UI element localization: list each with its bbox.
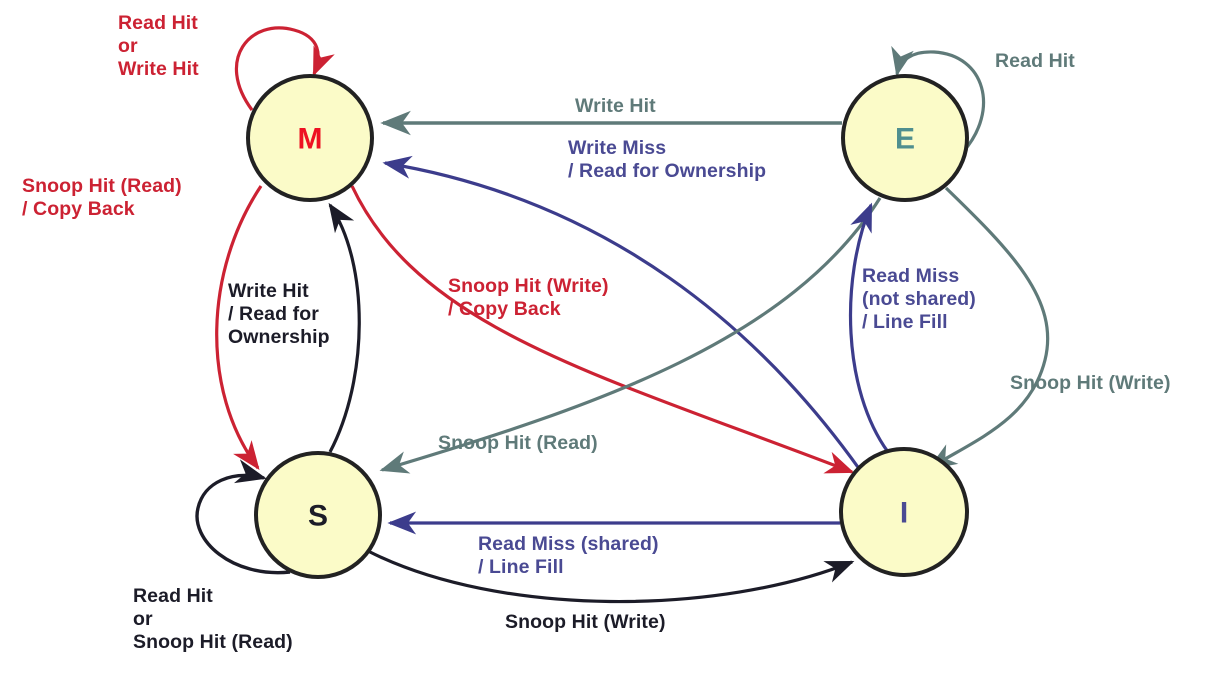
snoop-hit-read-copyback-label: Snoop Hit (Read)/ Copy Back [22,175,182,221]
edge-s-to-m [328,202,361,453]
write-hit-label: Write Hit [575,95,656,118]
edge-m-self-loop [234,26,335,111]
write-hit-rfo-line3: Ownership [228,326,330,348]
node-I[interactable]: I [839,447,969,577]
read-miss-shared-line2: / Line Fill [478,556,564,578]
write-hit-rfo-line1: Write Hit [228,280,309,302]
edge-i-to-e [848,202,890,453]
node-S-circle[interactable] [254,451,382,579]
e-self-label-line1: Read Hit [995,50,1075,72]
node-E-circle[interactable] [841,74,969,202]
e-self-label: Read Hit [995,50,1075,73]
read-miss-notshared-line3: / Line Fill [862,311,948,333]
node-S[interactable]: S [254,451,382,579]
snoop-hit-write-copyback-line1: Snoop Hit (Write) [448,275,609,297]
node-E-label: E [895,123,915,156]
edge-s-to-i [367,549,855,604]
snoop-hit-read-copyback-line2: / Copy Back [22,198,135,220]
snoop-hit-write-right-label: Snoop Hit (Write) [1010,372,1171,395]
read-miss-notshared-line1: Read Miss [862,265,960,287]
node-I-label: I [900,497,908,530]
write-miss-rfo-line2: / Read for Ownership [568,160,767,182]
write-hit-label-line1: Write Hit [575,95,656,117]
s-self-label-line2: or [133,608,153,630]
s-self-label-line3: Snoop Hit (Read) [133,631,293,653]
snoop-hit-write-right-line1: Snoop Hit (Write) [1010,372,1171,394]
snoop-hit-write-bottom-line1: Snoop Hit (Write) [505,611,666,633]
edge-e-to-s [379,197,882,474]
edge-e-self-loop [891,45,986,154]
read-miss-notshared-label: Read Miss(not shared)/ Line Fill [862,265,976,334]
edge-m-to-i [350,185,855,474]
snoop-hit-write-copyback-line2: / Copy Back [448,298,561,320]
m-self-label-line3: Write Hit [118,58,199,80]
edge-s-self-loop [195,459,291,575]
edge-e-to-i [927,186,1050,470]
node-I-circle[interactable] [839,447,969,577]
snoop-hit-read-line1: Snoop Hit (Read) [438,432,598,454]
node-S-label: S [308,500,328,533]
write-miss-rfo-label: Write Miss/ Read for Ownership [568,137,766,183]
node-E[interactable]: E [841,74,969,202]
node-M-circle[interactable] [246,74,374,202]
read-miss-shared-line1: Read Miss (shared) [478,533,659,555]
read-miss-shared-label: Read Miss (shared)/ Line Fill [478,533,659,579]
write-miss-rfo-line1: Write Miss [568,137,667,159]
edge-m-to-s [215,185,263,471]
edge-i-to-m [382,155,862,471]
read-miss-notshared-line2: (not shared) [862,288,976,310]
snoop-hit-write-bottom-label: Snoop Hit (Write) [505,611,666,634]
node-M[interactable]: M [246,74,374,202]
m-self-label-line2: or [118,35,138,57]
snoop-hit-read-copyback-line1: Snoop Hit (Read) [22,175,182,197]
m-self-label-line1: Read Hit [118,12,198,34]
snoop-hit-write-copyback-label: Snoop Hit (Write)/ Copy Back [448,275,609,321]
write-hit-rfo-line2: / Read for [228,303,319,325]
snoop-hit-read-label: Snoop Hit (Read) [438,432,598,455]
node-M-label: M [298,123,323,156]
s-self-label-line1: Read Hit [133,585,213,607]
